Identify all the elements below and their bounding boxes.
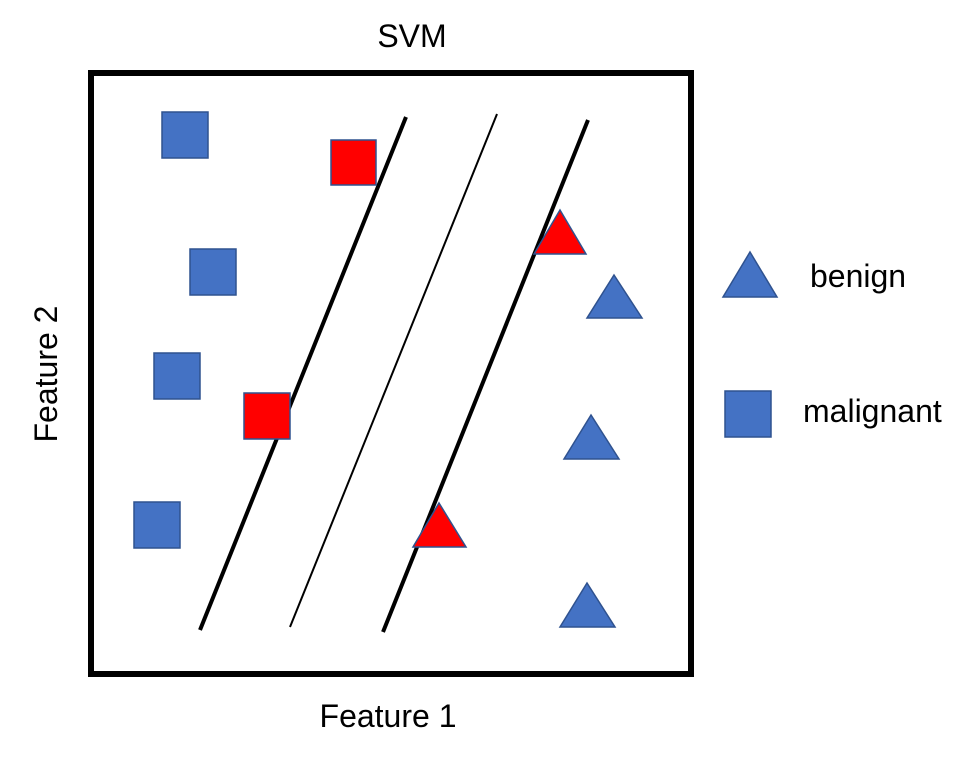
benign-point-misclassified	[532, 208, 588, 255]
diagram-title: SVM	[377, 18, 447, 54]
benign-point	[562, 413, 621, 460]
malignant-point	[161, 111, 209, 159]
benign-point	[585, 273, 644, 319]
legend	[721, 250, 779, 438]
legend-label-malignant: malignant	[803, 393, 942, 429]
margin-line-left	[198, 116, 408, 631]
x-axis-label: Feature 1	[319, 698, 457, 734]
margin-line-right	[381, 119, 590, 633]
square-icon	[724, 390, 772, 438]
benign-point-misclassified	[411, 501, 468, 548]
decision-lines	[198, 113, 590, 633]
malignant-point-misclassified	[330, 139, 377, 186]
benign-point	[558, 581, 617, 628]
data-points	[133, 111, 644, 628]
malignant-point	[189, 248, 237, 296]
malignant-point	[153, 352, 201, 400]
plot-frame	[88, 70, 694, 677]
malignant-point	[133, 501, 181, 549]
hyperplane-line	[289, 113, 498, 628]
legend-label-benign: benign	[810, 258, 907, 294]
malignant-point-misclassified	[243, 392, 291, 440]
y-axis-label: Feature 2	[28, 305, 64, 443]
triangle-icon	[721, 250, 779, 298]
